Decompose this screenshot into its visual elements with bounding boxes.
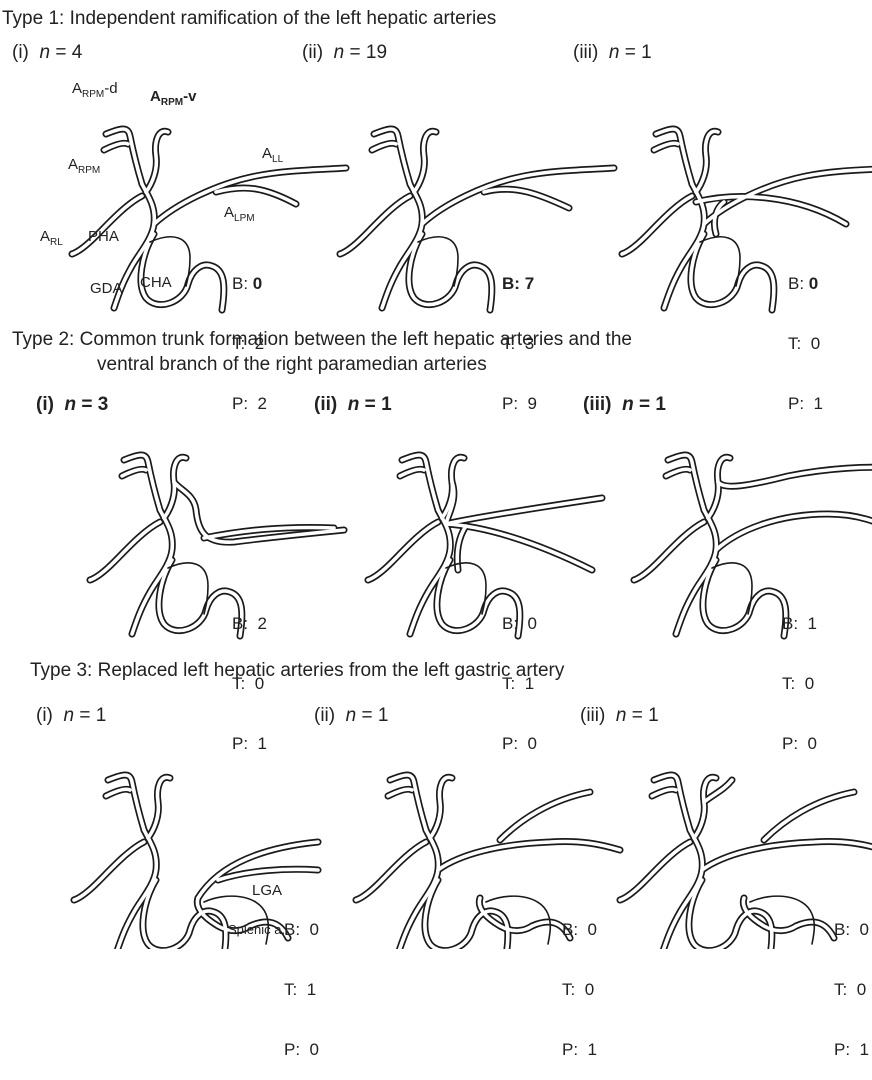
type1-panel2-stats: B: 7 T: 3 P: 9 (502, 234, 537, 434)
type3-panel2-stats: B: 0 T: 0 P: 1 (562, 880, 597, 1080)
label-arpm-v: ARPM-v (150, 88, 196, 108)
label-cha: CHA (140, 274, 172, 291)
t2p1-artery-tree (90, 455, 344, 636)
type1-panel1-stats: B: 0 T: 2 P: 2 (232, 234, 267, 434)
label-arpm: ARPM (68, 156, 100, 176)
type1-panel3-stats: B: 0 T: 0 P: 1 (788, 234, 823, 434)
t2p3-artery-tree (634, 455, 872, 636)
t2p1-cha-curve (168, 563, 208, 614)
type2-panel1-stats: B: 2 T: 0 P: 1 (232, 574, 267, 774)
t2p2-artery-tree (368, 455, 602, 636)
t1p3-artery-tree (622, 129, 872, 310)
label-all: ALL (262, 145, 283, 165)
t2p2-cha-curve (446, 563, 486, 614)
t1p3-cha-curve (700, 237, 740, 286)
label-lga: LGA (252, 882, 282, 899)
t2p3-cha-curve (712, 563, 752, 614)
type2-panel3-stats: B: 1 T: 0 P: 0 (782, 574, 817, 774)
label-arl: ARL (40, 228, 63, 248)
t1p2-artery-tree (340, 129, 614, 310)
label-gda: GDA (90, 280, 123, 297)
label-splenic: Splenic a. (228, 922, 285, 937)
type3-panel3-stats: B: 0 T: 0 P: 1 (834, 880, 869, 1080)
label-arpm-d: ARPM-d (72, 80, 118, 100)
label-pha: PHA (88, 228, 119, 245)
artery-diagrams: .vo { fill: none; stroke: #1a1a1a; strok… (0, 0, 872, 949)
type2-panel2-stats: B: 0 T: 1 P: 0 (502, 574, 537, 774)
label-alpm: ALPM (224, 204, 255, 224)
t1p2-cha-curve (418, 237, 458, 286)
type3-panel1-stats: B: 0 T: 1 P: 0 (284, 880, 319, 1080)
